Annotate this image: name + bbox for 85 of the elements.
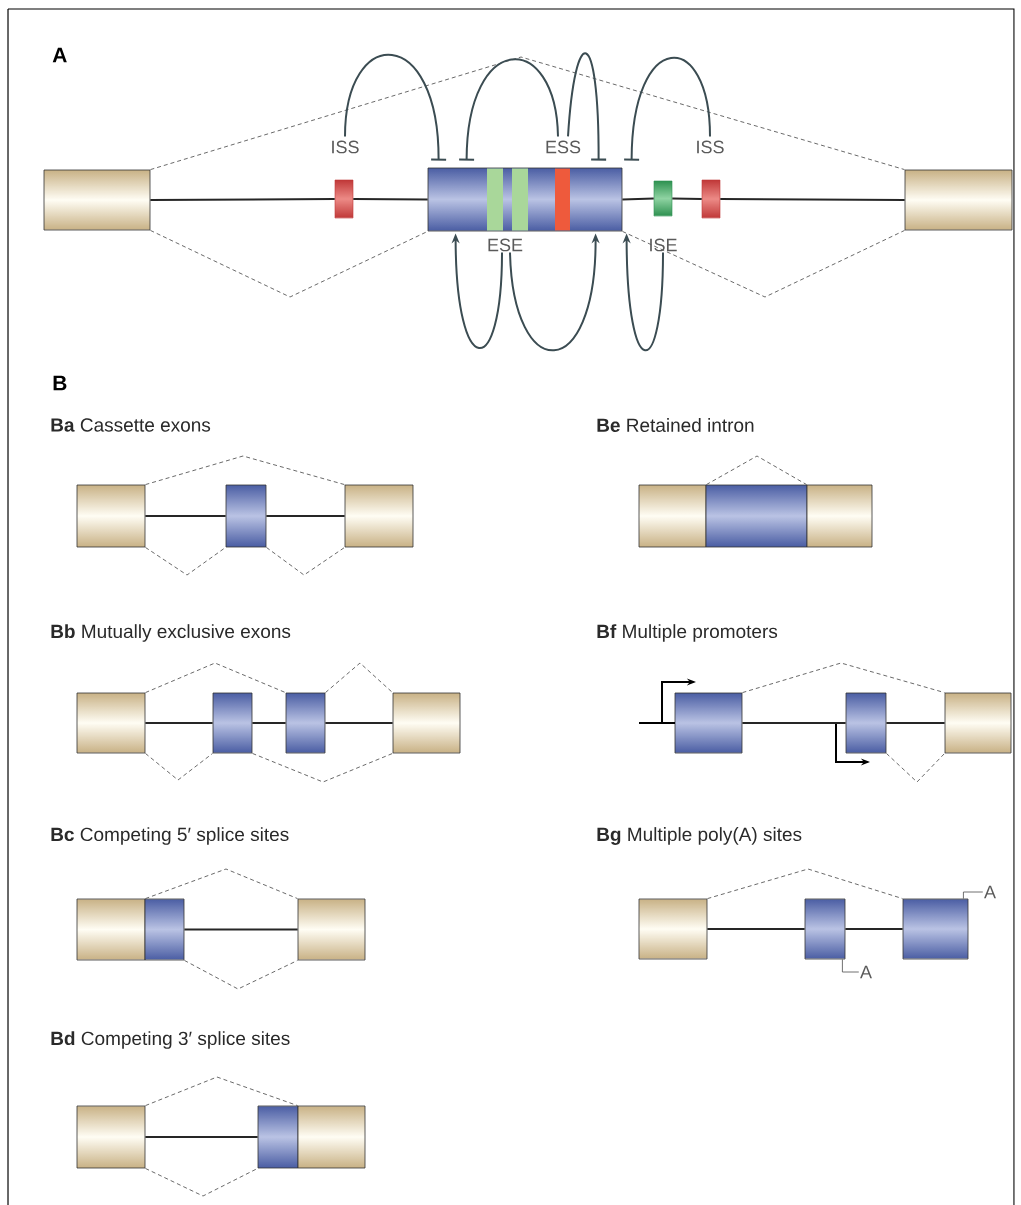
- exon-box: [674, 692, 743, 754]
- panel-heading: Bb Mutually exclusive exons: [51, 624, 291, 642]
- exon-box: [638, 898, 708, 960]
- element-label: ISS: [697, 140, 724, 154]
- element-label: A: [984, 885, 996, 899]
- panel-heading: Bc Competing 5′ splice sites: [51, 827, 289, 845]
- exon-box: [76, 484, 146, 548]
- element-box: [334, 179, 354, 219]
- exon-box: [297, 898, 366, 961]
- splice-line: [183, 959, 299, 990]
- exon-box: [806, 484, 873, 548]
- splice-line: [251, 752, 394, 783]
- exon-box: [76, 898, 146, 961]
- splice-line: [149, 56, 906, 171]
- splice-line: [144, 1076, 299, 1107]
- element-label: ESE: [488, 238, 523, 252]
- exon-box: [392, 692, 461, 754]
- panel-heading: Ba Cassette exons: [51, 418, 211, 432]
- exon-box: [638, 484, 707, 548]
- intron-line: [324, 722, 394, 724]
- intron-line: [621, 197, 655, 201]
- exon-box: [845, 692, 887, 754]
- leader-line: [842, 959, 860, 973]
- splice-line: [705, 455, 808, 486]
- intron-line: [719, 198, 906, 201]
- splice-line: [144, 752, 214, 781]
- element-stripe: [487, 168, 503, 231]
- intron-line: [149, 198, 336, 201]
- intron-line: [885, 722, 946, 724]
- exon-box: [76, 1105, 146, 1169]
- panel-letter: A: [52, 47, 67, 63]
- element-label: ESS: [546, 140, 581, 154]
- splice-line: [149, 229, 429, 298]
- intron-line: [706, 928, 806, 930]
- element-label: ISS: [332, 140, 359, 154]
- exon-box: [43, 169, 151, 231]
- regulatory-arrow: [567, 52, 607, 161]
- regulatory-arrow: [344, 54, 447, 161]
- splice-line: [324, 662, 394, 694]
- splice-line: [144, 662, 287, 694]
- intron-line: [144, 515, 227, 517]
- element-label: A: [860, 965, 872, 979]
- element-box: [701, 179, 721, 219]
- splice-line: [144, 455, 346, 486]
- regulatory-arrow: [624, 57, 711, 161]
- splice-line: [265, 546, 346, 576]
- intron-line: [183, 928, 299, 931]
- element-box: [653, 180, 673, 217]
- exon-box: [804, 898, 846, 960]
- intron-line: [251, 722, 287, 724]
- exon-box: [705, 484, 808, 548]
- exon-box: [904, 169, 1013, 231]
- splice-line: [144, 868, 299, 900]
- splice-line: [706, 868, 904, 900]
- element-stripe: [555, 168, 570, 231]
- intron-line: [144, 1136, 259, 1138]
- intron-line: [144, 722, 214, 724]
- exon-box: [144, 898, 185, 961]
- panel-heading: Bg Multiple poly(A) sites: [597, 827, 802, 845]
- intron-line: [671, 197, 703, 200]
- exon-box: [944, 692, 1012, 754]
- splice-line: [741, 662, 946, 694]
- exon-box: [212, 692, 253, 754]
- exon-box: [297, 1105, 366, 1169]
- element-stripe: [512, 168, 528, 231]
- splice-line: [621, 229, 906, 298]
- splice-line: [885, 752, 946, 783]
- panel-letter: B: [53, 375, 67, 391]
- intron-line: [741, 722, 847, 724]
- exon-box: [902, 898, 969, 960]
- regulatory-arrow: [459, 58, 559, 161]
- intron-line: [844, 928, 904, 930]
- panel-heading: Bd Competing 3′ splice sites: [51, 1031, 290, 1049]
- exon-box: [257, 1105, 299, 1169]
- exon-box: [225, 484, 267, 548]
- exon-box: [285, 692, 326, 754]
- intron-line: [352, 198, 429, 201]
- panel-heading: Bf Multiple promoters: [597, 624, 778, 642]
- exon-box: [76, 692, 146, 754]
- leader-line: [963, 891, 984, 899]
- intron-line: [265, 515, 346, 517]
- splice-line: [144, 546, 227, 576]
- element-label: ISE: [650, 238, 677, 252]
- panel-heading: Be Retained intron: [597, 418, 754, 432]
- exon-box: [344, 484, 414, 548]
